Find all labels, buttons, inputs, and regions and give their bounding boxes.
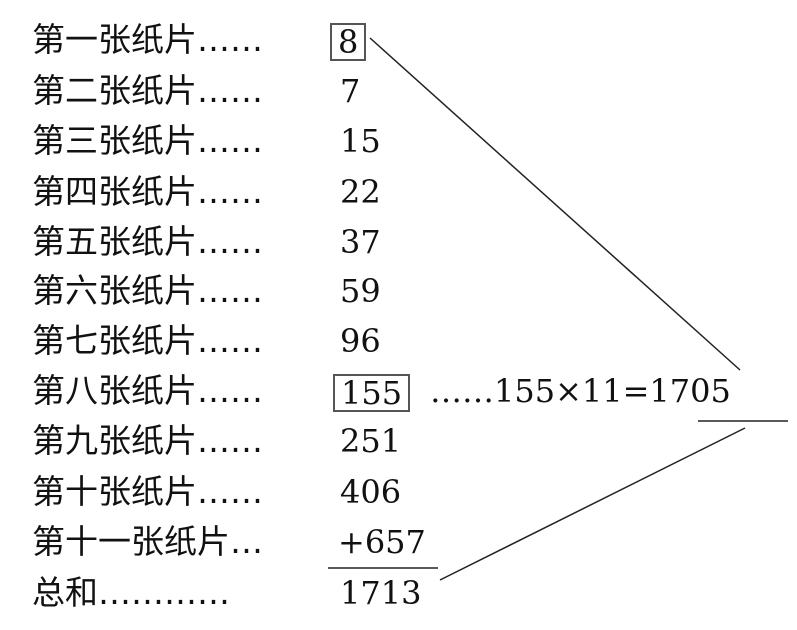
connector-line-total (439, 427, 746, 581)
row-value-7: 96 (340, 322, 381, 360)
row-label-8: 第八张纸片…… (32, 371, 263, 410)
equation-expression: 155×11= (494, 372, 650, 410)
equation-dots: …… (430, 372, 494, 410)
row-value-4: 22 (340, 173, 381, 211)
row-label-9: 第九张纸片…… (32, 421, 263, 460)
row-value-2: 7 (340, 72, 361, 110)
equation-result: 1705 (649, 372, 731, 410)
total-value: 1713 (340, 574, 422, 612)
row-value-11: +657 (338, 523, 426, 561)
row-value-3: 15 (340, 122, 381, 160)
row-value-1-boxed: 8 (330, 23, 367, 61)
row-label-10: 第十张纸片…… (32, 472, 263, 511)
row-label-11: 第十一张纸片… (32, 522, 263, 561)
row-label-4: 第四张纸片…… (32, 172, 263, 211)
row-value-10: 406 (340, 473, 402, 511)
row-value-8-boxed: 155 (333, 374, 411, 412)
row-label-1: 第一张纸片…… (32, 20, 263, 59)
total-label: 总和………… (32, 573, 230, 612)
row-value-5: 37 (340, 223, 381, 261)
row-label-2: 第二张纸片…… (32, 71, 263, 110)
row-label-3: 第三张纸片…… (32, 121, 263, 160)
row-label-5: 第五张纸片…… (32, 222, 263, 261)
row-label-6: 第六张纸片…… (32, 271, 263, 310)
row-value-6: 59 (340, 272, 381, 310)
row-value-9: 251 (340, 422, 402, 460)
multiplication-equation: ……155×11=1705 (430, 371, 731, 411)
connector-line-first-card (369, 37, 741, 371)
row-label-7: 第七张纸片…… (32, 321, 263, 360)
